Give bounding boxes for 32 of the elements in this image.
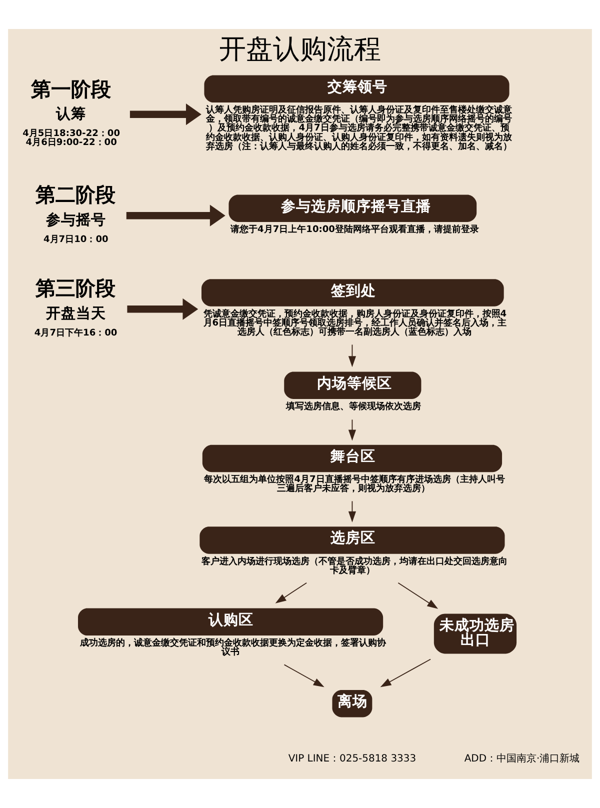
arrow (126, 204, 226, 226)
diagram-title: 开盘认购流程 (219, 34, 381, 66)
node-box: 离场 (332, 690, 372, 718)
node-text: 第一阶段 认筹 4月5日18:30-22：00 4月6日9:00-22：00 (22, 76, 120, 148)
arrow (284, 664, 324, 688)
node-box: 内场等候区 (284, 372, 422, 399)
label: VIP LINE：025-5818 3333 (288, 754, 416, 765)
node-text: 第三阶段 开盘当天 4月7日下午16：00 (34, 276, 118, 338)
node-box: 未成功选房出口 (434, 614, 517, 654)
arrow (275, 582, 307, 604)
node-label: 成功选房的，诚意金缴交凭证和预约金收款收据更换为定金收据，签署认购协议书 (80, 638, 386, 658)
arrow (127, 298, 198, 320)
node-box: 交筹领号 (204, 75, 510, 103)
node-box: 选房区 (200, 526, 505, 554)
arrow (380, 658, 431, 688)
label: ADD：中国南京·浦口新城 (464, 754, 580, 765)
arrow (348, 419, 356, 441)
arrow (130, 104, 202, 126)
arrow (398, 582, 438, 609)
node-label: 凭诚意金缴交凭证，预约金收款收据，购房人身份证及身份证复印件，按照4月6日直播摇号中签顺序号领取选房排号，经工作人员确认并签名后入场，主选房人（红色标志）可携带一名副选房人（蓝色标志）入场 (203, 309, 507, 338)
node-box: 参与选房顺序摇号直播 (228, 194, 477, 222)
node-text: 第二阶段 参与摇号 4月7日10：00 (35, 182, 116, 245)
arrow (348, 500, 356, 522)
node-box: 舞台区 (202, 444, 502, 472)
node-label: 每次以五组为单位按照4月7日直播摇号中签顺序有序进场选房（主持人叫号三遍后客户未应答，则视为放弃选房） (204, 475, 505, 494)
node-box: 签到处 (201, 279, 504, 306)
node-label: 认筹人凭购房证明及征信报告原件、认筹人身份证及复印件至售楼处缴交诚意金，领取带有编号的诚意金缴交凭证（编号即为参与选房顺序网络摇号的编号）及预约金收款收据，4月7日参与选房请务必完整携带诚意金缴交凭证、预约金收款收据、认购人身份证、认购人身份证复印件，如有资料遗失则视为放弃选房（注：认筹人与最终认购人的姓名必须一致，不得更名、加名、减名） (206, 106, 512, 152)
node-box: 认购区 (78, 608, 384, 636)
node-label: 填写选房信息、等候现场依次选房 (286, 402, 421, 412)
node-label: 客户进入内场进行现场选房（不管是否成功选房，均请在出口处交回选房意向卡及臂章） (201, 556, 508, 576)
arrow (348, 344, 356, 368)
node-label: 请您于4月7日上午10:00登陆网络平台观看直播，请提前登录 (230, 224, 480, 235)
